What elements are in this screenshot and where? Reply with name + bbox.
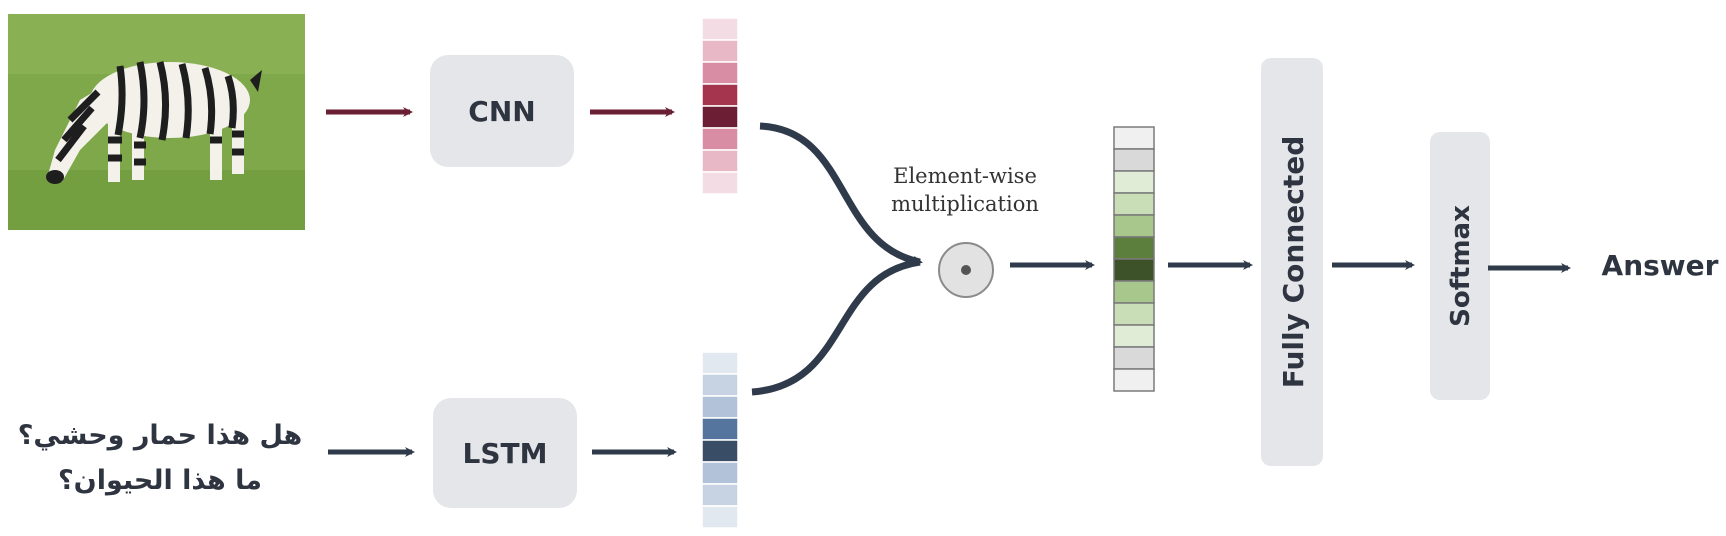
vector-cell xyxy=(701,417,739,441)
fully-connected-block: Fully Connected xyxy=(1261,58,1323,466)
operation-label-line2: multiplication xyxy=(891,192,1039,216)
lstm-label: LSTM xyxy=(463,437,548,470)
vector-cell xyxy=(1113,170,1155,194)
question-line-2: ما هذا الحيوان؟ xyxy=(58,465,262,496)
vector-cell xyxy=(1113,148,1155,172)
vector-cell xyxy=(701,17,739,41)
vector-cell xyxy=(701,373,739,397)
vector-cell xyxy=(1113,126,1155,150)
fully-connected-label: Fully Connected xyxy=(1277,136,1310,389)
vector-cell xyxy=(1113,324,1155,348)
vector-cell xyxy=(701,505,739,529)
softmax-label: Softmax xyxy=(1446,205,1476,327)
vector-cell xyxy=(1113,192,1155,216)
lstm-block: LSTM xyxy=(433,398,577,508)
vector-cell xyxy=(1113,302,1155,326)
vector-cell xyxy=(1113,280,1155,304)
question-line-1: هل هذا حمار وحشي؟ xyxy=(17,420,303,451)
zebra-icon xyxy=(46,61,262,184)
operation-label-line1: Element-wise xyxy=(893,164,1037,188)
zebra-image xyxy=(8,14,305,230)
fused-feature-vector xyxy=(1113,126,1155,392)
cnn-block: CNN xyxy=(430,55,574,167)
vector-cell xyxy=(701,127,739,151)
vector-cell xyxy=(1113,214,1155,238)
vector-cell xyxy=(1113,368,1155,392)
elementwise-multiply-icon xyxy=(938,242,994,298)
vector-cell xyxy=(701,171,739,195)
vector-cell xyxy=(701,39,739,63)
softmax-block: Softmax xyxy=(1430,132,1490,400)
question-feature-vector xyxy=(701,351,739,529)
vector-cell xyxy=(1113,258,1155,282)
cnn-label: CNN xyxy=(468,95,535,128)
vector-cell xyxy=(701,483,739,507)
vector-cell xyxy=(701,61,739,85)
vector-cell xyxy=(1113,346,1155,370)
vector-cell xyxy=(701,439,739,463)
vector-cell xyxy=(1113,236,1155,260)
vector-cell xyxy=(701,461,739,485)
image-feature-vector xyxy=(701,17,739,195)
vector-cell xyxy=(701,105,739,129)
curve-image-to-merge xyxy=(759,122,923,266)
curve-question-to-merge xyxy=(751,258,921,396)
vector-cell xyxy=(701,351,739,375)
answer-label: Answer xyxy=(1602,249,1719,282)
vector-cell xyxy=(701,395,739,419)
vector-cell xyxy=(701,149,739,173)
vector-cell xyxy=(701,83,739,107)
